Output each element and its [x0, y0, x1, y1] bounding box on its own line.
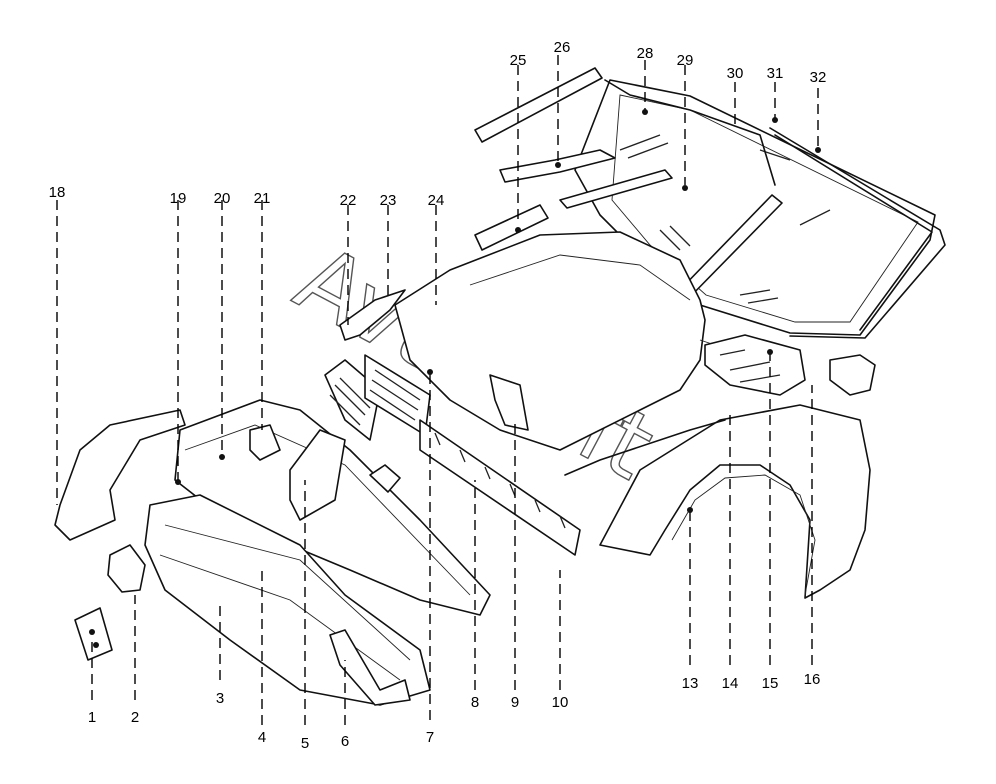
lower-bracket — [329, 629, 411, 706]
label-25: 25 — [510, 52, 527, 69]
side-bracket — [54, 409, 186, 541]
label-19: 19 — [170, 190, 187, 207]
label-10: 10 — [552, 694, 569, 711]
windshield-molding-inner — [774, 134, 933, 331]
label-3: 3 — [216, 690, 224, 707]
part-labels: 1 2 3 4 5 6 7 8 9 10 13 14 15 16 18 19 2… — [49, 39, 827, 752]
label-26: 26 — [554, 39, 571, 56]
windshield-molding — [769, 127, 946, 339]
label-6: 6 — [341, 733, 349, 750]
label-22: 22 — [340, 192, 357, 209]
label-16: 16 — [804, 671, 821, 688]
label-28: 28 — [637, 45, 654, 62]
label-8: 8 — [471, 694, 479, 711]
leader-lines — [56, 55, 819, 725]
hood-panel — [394, 231, 706, 451]
label-20: 20 — [214, 190, 231, 207]
label-32: 32 — [810, 69, 827, 86]
label-15: 15 — [762, 675, 779, 692]
hood-crease — [469, 254, 691, 301]
label-1: 1 — [88, 709, 96, 726]
label-2: 2 — [131, 709, 139, 726]
label-23: 23 — [380, 192, 397, 209]
label-14: 14 — [722, 675, 739, 692]
mount-bracket — [249, 424, 281, 461]
label-4: 4 — [258, 729, 266, 746]
emblem — [369, 464, 401, 493]
roof-molding — [604, 79, 776, 186]
wiper-blade-right — [559, 169, 673, 209]
label-18: 18 — [49, 184, 66, 201]
grille-panel — [419, 419, 581, 556]
label-31: 31 — [767, 65, 784, 82]
anchor-dots — [175, 109, 821, 513]
label-5: 5 — [301, 735, 309, 752]
bumper-support — [289, 429, 346, 521]
headlamp-bracket — [339, 289, 406, 341]
label-13: 13 — [682, 675, 699, 692]
label-29: 29 — [677, 52, 694, 69]
label-9: 9 — [511, 694, 519, 711]
label-24: 24 — [428, 192, 445, 209]
hood-latch — [489, 374, 529, 431]
fender-wheel-arch — [671, 474, 816, 596]
label-7: 7 — [426, 729, 434, 746]
wiper-blade-left — [474, 67, 603, 143]
hood-hinge-bracket — [829, 354, 876, 396]
label-21: 21 — [254, 190, 271, 207]
fender-rod — [564, 419, 726, 476]
side-reflector — [107, 544, 146, 593]
label-30: 30 — [727, 65, 744, 82]
